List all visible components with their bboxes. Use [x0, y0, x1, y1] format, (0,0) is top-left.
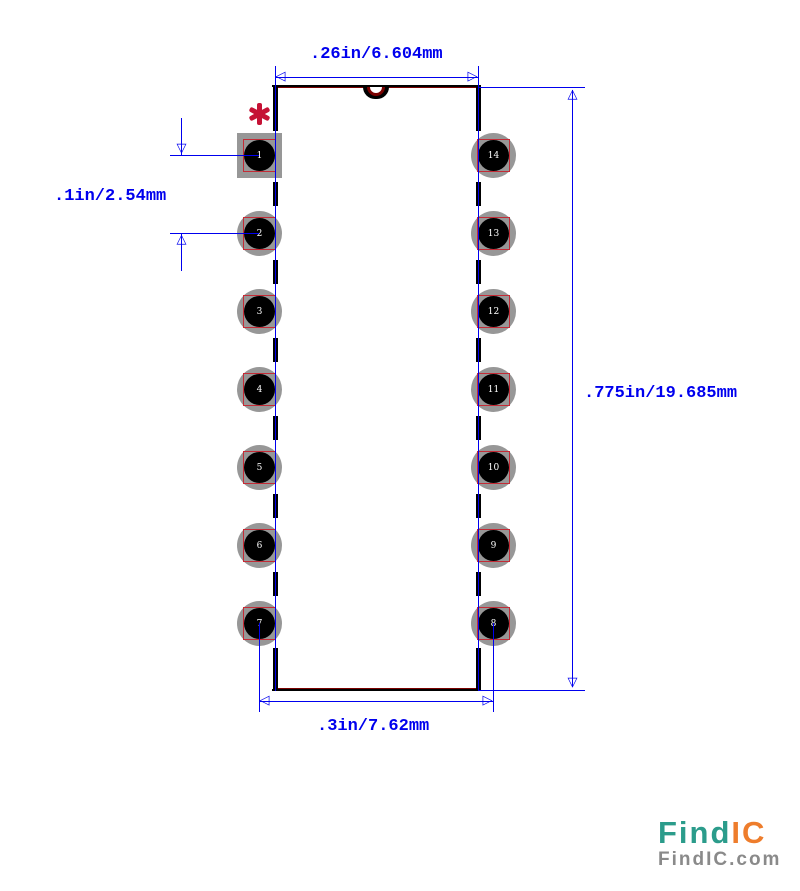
dimension-label-bottom: .3in/7.62mm [317, 717, 430, 736]
pad-number: 3 [256, 306, 263, 317]
dimension-arrow-down-icon: ▽ [567, 675, 578, 690]
dimension-label-top: .26in/6.604mm [310, 45, 443, 64]
logo-find-text: Find [658, 815, 732, 850]
dimension-line-right [572, 90, 573, 687]
dimension-arrow-left-icon: ◁ [259, 693, 270, 708]
dimension-arrow-right-icon: ▷ [467, 69, 478, 84]
dimension-arrow-right-icon: ▷ [482, 693, 493, 708]
findic-logo-wordmark: FindIC [658, 817, 781, 849]
extension-line-body-left [275, 66, 276, 691]
dimension-arrow-up-icon: △ [176, 232, 187, 247]
logo-ic-text: IC [731, 815, 767, 850]
leader-line-pin2 [170, 233, 259, 234]
body-edge-bottom-inner [274, 688, 479, 689]
dimension-label-left: .1in/2.54mm [54, 187, 167, 206]
pad-number: 1 [256, 150, 263, 161]
pad-pin-11: 11 [471, 367, 516, 412]
pad-pin-4: 4 [237, 367, 282, 412]
findic-logo: FindIC FindIC.com [658, 817, 781, 870]
leader-line-pin2-vertical [181, 234, 182, 271]
leader-line-pin1-vertical [181, 118, 182, 155]
dimension-line-bottom [259, 701, 493, 702]
pad-number: 12 [487, 306, 500, 317]
extension-line-pin8 [493, 623, 494, 712]
pad-number: 11 [487, 384, 500, 395]
dimension-arrow-up-icon: △ [567, 87, 578, 102]
body-edge-top [272, 85, 481, 87]
extension-line-top-right [478, 87, 585, 88]
pin1-notch-hole [370, 87, 382, 93]
dimension-arrow-down-icon: ▽ [176, 141, 187, 156]
pad-pin-3: 3 [237, 289, 282, 334]
dimension-arrow-left-icon: ◁ [275, 69, 286, 84]
leader-line-pin1 [170, 155, 259, 156]
extension-line-bottom-right [478, 690, 585, 691]
findic-domain-text: FindIC.com [658, 849, 782, 870]
dimension-line-top [275, 77, 478, 78]
body-edge-bottom [272, 689, 481, 691]
pad-number: 6 [256, 540, 263, 551]
pad-number: 4 [256, 384, 263, 395]
extension-line-pin7 [259, 623, 260, 712]
extension-line-body-right [478, 66, 479, 691]
pad-number: 9 [490, 540, 497, 551]
dimension-label-right: .775in/19.685mm [584, 384, 738, 403]
pad-number: 14 [487, 150, 500, 161]
pad-number: 5 [256, 462, 263, 473]
pad-number: 10 [487, 462, 500, 473]
pad-number: 13 [487, 228, 500, 239]
pin1-marker-asterisk-icon [248, 103, 271, 125]
pad-number: 2 [256, 228, 263, 239]
pad-pin-5: 5 [237, 445, 282, 490]
